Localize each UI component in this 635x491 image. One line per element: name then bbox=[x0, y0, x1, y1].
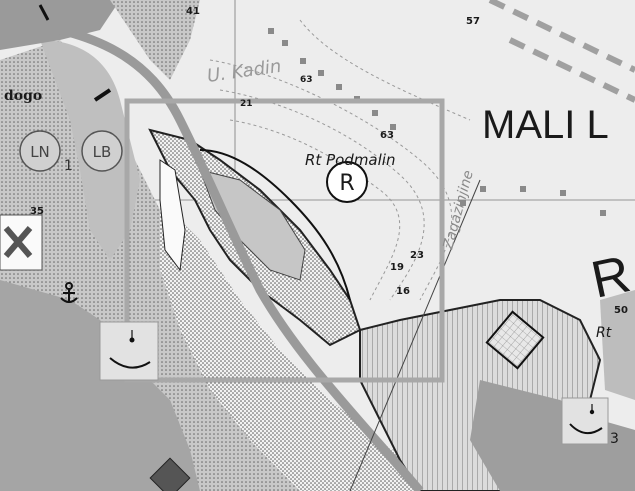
badge-lb[interactable] bbox=[81, 130, 123, 172]
place-label-mali: MALI L bbox=[482, 103, 609, 147]
mooring-box-right[interactable] bbox=[561, 397, 609, 445]
depth-63: 63 bbox=[380, 130, 394, 141]
cross-icon-box[interactable] bbox=[0, 214, 43, 271]
land-right-gray bbox=[470, 380, 635, 491]
depth-50: 50 bbox=[614, 305, 628, 316]
depth-41: 41 bbox=[186, 6, 200, 17]
land-top-center bbox=[110, 0, 200, 80]
depth-57: 57 bbox=[466, 16, 480, 27]
badge-ln-sub: 1 bbox=[64, 158, 73, 174]
hatched-square-icon bbox=[485, 310, 545, 370]
land-top-left bbox=[0, 0, 120, 50]
depth-21: 21 bbox=[240, 99, 253, 109]
depth-23: 23 bbox=[410, 250, 424, 261]
place-label-dogo: dogo bbox=[4, 88, 42, 104]
dark-diamond-icon bbox=[149, 457, 191, 491]
land-right-edge bbox=[600, 290, 635, 400]
marker-stroke bbox=[93, 88, 112, 102]
badge-lb-label: LB bbox=[93, 143, 112, 161]
depth-35: 35 bbox=[30, 206, 44, 217]
place-label-rt-right: Rt bbox=[596, 325, 612, 341]
depth-63-top: 63 bbox=[300, 75, 313, 85]
shore-white bbox=[159, 159, 186, 272]
anchor-icon bbox=[60, 282, 78, 303]
place-label-rt-podmalin: Rt Podmalin bbox=[305, 151, 395, 169]
selection-frame[interactable] bbox=[124, 98, 445, 383]
badge-r-label: R bbox=[339, 171, 354, 196]
route-lines bbox=[488, 0, 635, 103]
land-left-dark bbox=[0, 280, 200, 491]
badge-ln-label: LN bbox=[30, 143, 50, 161]
mooring-box-left[interactable] bbox=[99, 321, 159, 381]
badge-r[interactable] bbox=[326, 161, 368, 203]
land-plain bbox=[160, 200, 480, 491]
depth-16: 16 bbox=[396, 286, 410, 297]
mooring-right-sub: 3 bbox=[610, 431, 619, 447]
shoreline-detail bbox=[199, 149, 351, 301]
dotted-boundary bbox=[268, 28, 606, 216]
depth-19: 19 bbox=[390, 262, 404, 273]
boundary-curve bbox=[0, 15, 424, 491]
badge-ln[interactable] bbox=[19, 130, 61, 172]
marker-stroke bbox=[38, 4, 50, 21]
bearing-line bbox=[349, 179, 481, 491]
